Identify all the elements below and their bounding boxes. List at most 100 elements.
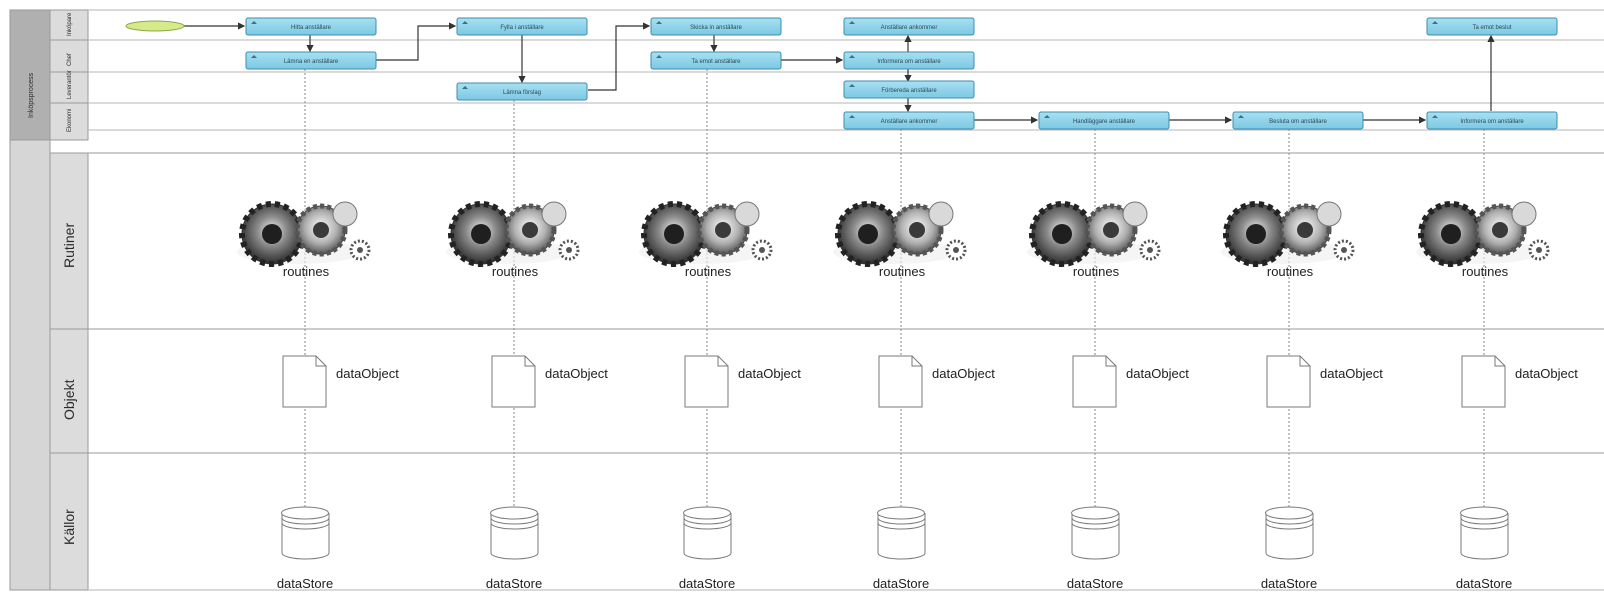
- task-box: [1232, 111, 1364, 130]
- task-label: Hitta anställare: [291, 25, 332, 31]
- task-t3[interactable]: Fylla i anställare: [456, 17, 588, 36]
- task-box: [1038, 111, 1170, 130]
- data-store-label: dataStore: [679, 576, 735, 591]
- data-object-icon[interactable]: [1461, 355, 1506, 408]
- data-object-label: dataObject: [1320, 366, 1383, 381]
- task-label: Skicka in anställare: [690, 25, 742, 31]
- data-object-icon[interactable]: [684, 355, 729, 408]
- task-t5[interactable]: Skicka in anställare: [650, 17, 782, 36]
- data-object-label: dataObject: [932, 366, 995, 381]
- task-icon: [1238, 115, 1244, 118]
- lane-label-rutiner: Rutiner: [61, 223, 77, 268]
- column-4: routines dataObject dataStore: [833, 201, 995, 591]
- task-t8[interactable]: Informera om anställare: [843, 51, 975, 70]
- routine-label: routines: [685, 264, 732, 279]
- sub-lane-headers: Inköpare Chef Leverantör Ekonomi: [49, 9, 89, 141]
- routine-gears-icon[interactable]: [833, 201, 967, 267]
- data-store-label: dataStore: [277, 576, 333, 591]
- data-object-label: dataObject: [1515, 366, 1578, 381]
- task-t14[interactable]: Ta emot beslut: [1426, 17, 1558, 36]
- lane-label-objekt: Objekt: [61, 379, 77, 420]
- data-store-label: dataStore: [1261, 576, 1317, 591]
- task-t4[interactable]: Lämna förslag: [456, 82, 588, 101]
- task-label: Ta emot anställare: [691, 59, 741, 65]
- data-store-icon[interactable]: [1071, 506, 1120, 560]
- data-object-label: dataObject: [545, 366, 608, 381]
- data-object-icon[interactable]: [878, 355, 923, 408]
- routine-gears-icon[interactable]: [1416, 201, 1550, 267]
- task-box: [650, 17, 782, 36]
- task-t9[interactable]: Förbereda anställare: [843, 80, 975, 99]
- task-t10[interactable]: Anställare ankommer: [843, 111, 975, 130]
- routine-gears-icon[interactable]: [237, 201, 371, 267]
- task-icon: [849, 21, 855, 24]
- task-t11[interactable]: Handläggare anställare: [1038, 111, 1170, 130]
- task-label: Förbereda anställare: [881, 88, 937, 94]
- task-box: [843, 80, 975, 99]
- task-t13[interactable]: Informera om anställare: [1426, 111, 1558, 130]
- lane-header-column: Inköpsprocess: [9, 9, 51, 591]
- routine-gears-icon[interactable]: [1027, 201, 1161, 267]
- routine-label: routines: [879, 264, 926, 279]
- task-box: [245, 51, 377, 70]
- task-t6[interactable]: Ta emot anställare: [650, 51, 782, 70]
- sub-lane-label-4: Ekonomi: [67, 109, 73, 132]
- task-label: Lämna en anställare: [284, 59, 339, 65]
- task-label: Anställare ankommer: [881, 119, 938, 125]
- data-store-icon[interactable]: [683, 506, 732, 560]
- data-store-icon[interactable]: [1460, 506, 1509, 560]
- data-object-label: dataObject: [1126, 366, 1189, 381]
- task-icon: [462, 86, 468, 89]
- task-t1[interactable]: Hitta anställare: [245, 17, 377, 36]
- task-label: Handläggare anställare: [1073, 119, 1136, 125]
- lane-separators: [88, 9, 1604, 591]
- task-box: [843, 17, 975, 36]
- task-box: [456, 17, 588, 36]
- data-store-label: dataStore: [1456, 576, 1512, 591]
- data-object-icon[interactable]: [1072, 355, 1117, 408]
- data-store-icon[interactable]: [877, 506, 926, 560]
- task-icon: [1432, 21, 1438, 24]
- data-store-icon[interactable]: [281, 506, 330, 560]
- data-object-label: dataObject: [336, 366, 399, 381]
- task-icon: [849, 55, 855, 58]
- routine-label: routines: [492, 264, 539, 279]
- routine-gears-icon[interactable]: [1221, 201, 1355, 267]
- data-object-label: dataObject: [738, 366, 801, 381]
- sub-lane-label-1: Inköpare: [67, 12, 73, 36]
- task-t2[interactable]: Lämna en anställare: [245, 51, 377, 70]
- routine-gears-icon[interactable]: [639, 201, 773, 267]
- sub-lane-label-3: Leverantör: [67, 70, 73, 99]
- routine-gears-icon[interactable]: [446, 201, 580, 267]
- data-store-label: dataStore: [873, 576, 929, 591]
- column-3: routines dataObject dataStore: [639, 201, 801, 591]
- task-t7[interactable]: Anställare ankommer: [843, 17, 975, 36]
- task-label: Informera om anställare: [877, 59, 941, 65]
- task-icon: [849, 84, 855, 87]
- data-object-icon[interactable]: [1266, 355, 1311, 408]
- task-icon: [251, 55, 257, 58]
- task-label: Ta emot beslut: [1472, 25, 1511, 31]
- task-icon: [251, 21, 257, 24]
- task-icon: [656, 21, 662, 24]
- data-store-icon[interactable]: [490, 506, 539, 560]
- start-event[interactable]: [125, 20, 185, 32]
- process-pool-label: Inköpsprocess: [28, 72, 35, 118]
- task-t12[interactable]: Besluta om anställare: [1232, 111, 1364, 130]
- data-object-icon[interactable]: [282, 355, 327, 408]
- column-5: routines dataObject dataStore: [1027, 201, 1189, 591]
- routine-label: routines: [1073, 264, 1120, 279]
- data-object-icon[interactable]: [491, 355, 536, 408]
- data-store-label: dataStore: [486, 576, 542, 591]
- data-store-label: dataStore: [1067, 576, 1123, 591]
- task-box: [245, 17, 377, 36]
- task-label: Anställare ankommer: [881, 25, 938, 31]
- task-icon: [1044, 115, 1050, 118]
- task-icon: [849, 115, 855, 118]
- data-store-icon[interactable]: [1265, 506, 1314, 560]
- task-icon: [462, 21, 468, 24]
